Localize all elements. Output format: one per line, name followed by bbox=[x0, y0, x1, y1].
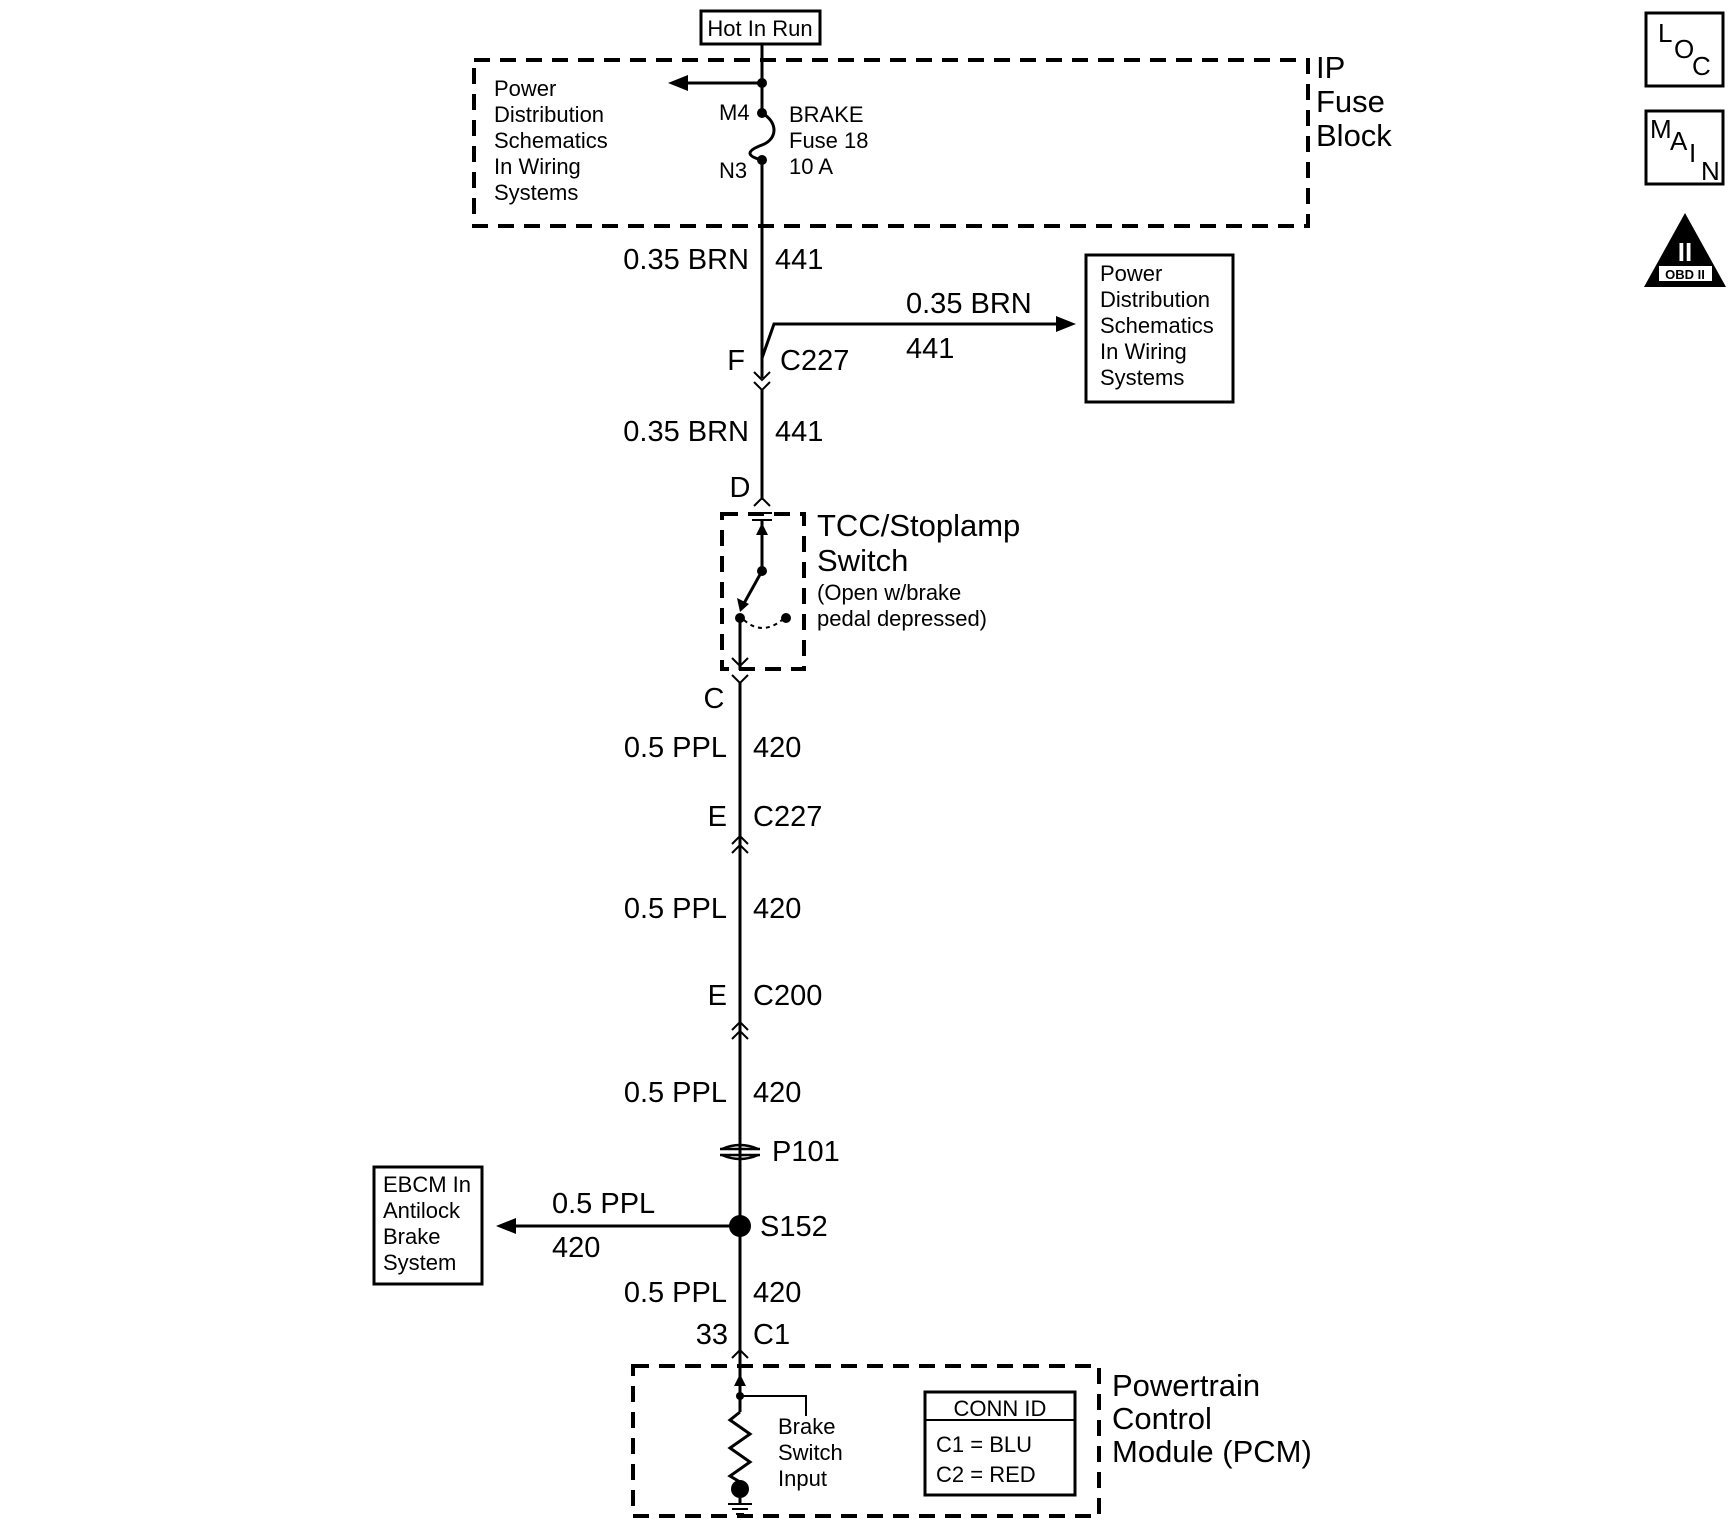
svg-text:P101: P101 bbox=[772, 1136, 840, 1168]
wire-size-label: 0.5 PPL bbox=[624, 1277, 727, 1309]
svg-text:S152: S152 bbox=[760, 1211, 828, 1243]
circuit-number: 441 bbox=[775, 244, 823, 276]
brake-fuse: M4 N3 BRAKE Fuse 18 10 A bbox=[719, 83, 869, 183]
wire-size-label: 0.5 PPL bbox=[624, 1077, 727, 1109]
svg-text:In Wiring: In Wiring bbox=[494, 154, 581, 179]
svg-text:F: F bbox=[727, 345, 745, 377]
svg-text:Input: Input bbox=[778, 1466, 827, 1491]
fuse-pin-m4: M4 bbox=[719, 100, 750, 125]
switch-pin-c: C bbox=[704, 683, 725, 715]
svg-text:Switch: Switch bbox=[778, 1440, 843, 1465]
obd-ii-icon[interactable]: OBD II II bbox=[1644, 213, 1726, 287]
circuit-number: 420 bbox=[552, 1232, 600, 1264]
svg-text:TCC/Stoplamp: TCC/Stoplamp bbox=[817, 508, 1020, 543]
svg-text:Block: Block bbox=[1316, 118, 1392, 153]
conn-id-table: CONN ID C1 = BLU C2 = RED bbox=[923, 1390, 1077, 1497]
svg-text:Switch: Switch bbox=[817, 543, 908, 578]
svg-text:EBCM In: EBCM In bbox=[383, 1172, 471, 1197]
svg-text:Distribution: Distribution bbox=[494, 102, 604, 127]
svg-text:C1: C1 bbox=[753, 1319, 790, 1351]
circuit-number: 420 bbox=[753, 1277, 801, 1309]
svg-text:Power: Power bbox=[1100, 261, 1162, 286]
hot-in-run-text: Hot In Run bbox=[707, 16, 812, 41]
svg-text:N: N bbox=[1701, 156, 1720, 186]
wire-size-label: 0.5 PPL bbox=[552, 1188, 655, 1220]
wire-size-label: 0.5 PPL bbox=[624, 893, 727, 925]
svg-text:E: E bbox=[708, 801, 727, 833]
circuit-number: 420 bbox=[753, 1077, 801, 1109]
svg-text:Systems: Systems bbox=[494, 180, 578, 205]
svg-text:Systems: Systems bbox=[1100, 365, 1184, 390]
svg-text:Schematics: Schematics bbox=[1100, 313, 1214, 338]
svg-text:Brake: Brake bbox=[778, 1414, 835, 1439]
passthrough-p101: P101 bbox=[720, 1136, 840, 1168]
ip-fuse-block-title: IP Fuse Block bbox=[1316, 50, 1392, 153]
wire-size-label: 0.35 BRN bbox=[623, 244, 749, 276]
circuit-number: 441 bbox=[775, 416, 823, 448]
hot-in-run-label: Hot In Run bbox=[699, 9, 822, 46]
svg-text:C: C bbox=[1692, 51, 1711, 81]
arrow-left-icon bbox=[668, 75, 688, 91]
svg-text:(Open w/brake: (Open w/brake bbox=[817, 580, 961, 605]
svg-text:Fuse: Fuse bbox=[1316, 84, 1385, 119]
svg-text:L: L bbox=[1658, 18, 1672, 48]
ebcm-reference[interactable]: EBCM In Antilock Brake System bbox=[372, 1165, 484, 1286]
svg-text:Powertrain: Powertrain bbox=[1112, 1368, 1260, 1403]
tcc-stoplamp-switch: D C TCC/Stoplamp Switch (Open w/brake pe… bbox=[704, 472, 1021, 715]
svg-text:System: System bbox=[383, 1250, 456, 1275]
svg-text:C2 = RED: C2 = RED bbox=[936, 1462, 1036, 1487]
power-distribution-ref-right[interactable]: Power Distribution Schematics In Wiring … bbox=[1084, 253, 1235, 404]
svg-text:33: 33 bbox=[696, 1319, 728, 1351]
svg-text:I: I bbox=[1689, 138, 1696, 168]
svg-text:Fuse 18: Fuse 18 bbox=[789, 128, 869, 153]
svg-text:II: II bbox=[1678, 237, 1692, 267]
svg-text:M: M bbox=[1650, 114, 1672, 144]
ip-fuse-block-outline bbox=[472, 58, 1310, 228]
svg-text:C227: C227 bbox=[753, 801, 822, 833]
svg-text:E: E bbox=[708, 980, 727, 1012]
svg-text:C1 = BLU: C1 = BLU bbox=[936, 1432, 1032, 1457]
svg-text:Distribution: Distribution bbox=[1100, 287, 1210, 312]
splice-s152: S152 bbox=[729, 1211, 828, 1243]
brake-switch-input: Brake Switch Input bbox=[727, 1366, 843, 1515]
arrow-left-icon bbox=[496, 1218, 516, 1234]
svg-text:pedal depressed): pedal depressed) bbox=[817, 606, 987, 631]
svg-text:BRAKE: BRAKE bbox=[789, 102, 864, 127]
svg-text:C227: C227 bbox=[780, 345, 849, 377]
circuit-number: 441 bbox=[906, 333, 954, 365]
pcm-outline bbox=[631, 1364, 1101, 1518]
svg-text:Power: Power bbox=[494, 76, 556, 101]
svg-text:Schematics: Schematics bbox=[494, 128, 608, 153]
svg-text:Control: Control bbox=[1112, 1401, 1212, 1436]
circuit-number: 420 bbox=[753, 893, 801, 925]
switch-pin-d: D bbox=[730, 472, 751, 504]
power-distribution-ref-left[interactable]: Power Distribution Schematics In Wiring … bbox=[494, 76, 608, 205]
connector-c227-top: F C227 bbox=[727, 345, 849, 392]
svg-text:C200: C200 bbox=[753, 980, 822, 1012]
svg-text:A: A bbox=[1670, 126, 1688, 156]
svg-text:In Wiring: In Wiring bbox=[1100, 339, 1187, 364]
arrow-right-icon bbox=[1056, 316, 1076, 332]
pcm-title: Powertrain Control Module (PCM) bbox=[1112, 1368, 1312, 1469]
svg-text:IP: IP bbox=[1316, 50, 1345, 85]
svg-text:Brake: Brake bbox=[383, 1224, 440, 1249]
pcm-connector-c1: 33 C1 bbox=[696, 1319, 790, 1359]
svg-text:10 A: 10 A bbox=[789, 154, 833, 179]
svg-text:Module (PCM): Module (PCM) bbox=[1112, 1434, 1312, 1469]
connector-c227-bottom: E C227 bbox=[708, 801, 822, 854]
main-icon[interactable]: M A I N bbox=[1644, 109, 1725, 186]
loc-icon[interactable]: L O C bbox=[1644, 11, 1725, 88]
wire-size-label: 0.35 BRN bbox=[906, 288, 1032, 320]
switch-outline bbox=[720, 512, 806, 671]
svg-text:Antilock: Antilock bbox=[383, 1198, 461, 1223]
fuse-pin-n3: N3 bbox=[719, 158, 747, 183]
wire-size-label: 0.35 BRN bbox=[623, 416, 749, 448]
svg-text:O: O bbox=[1674, 34, 1694, 64]
svg-text:CONN ID: CONN ID bbox=[954, 1396, 1047, 1421]
connector-c200: E C200 bbox=[708, 980, 822, 1040]
circuit-number: 420 bbox=[753, 732, 801, 764]
wire-size-label: 0.5 PPL bbox=[624, 732, 727, 764]
svg-text:OBD II: OBD II bbox=[1665, 267, 1705, 282]
